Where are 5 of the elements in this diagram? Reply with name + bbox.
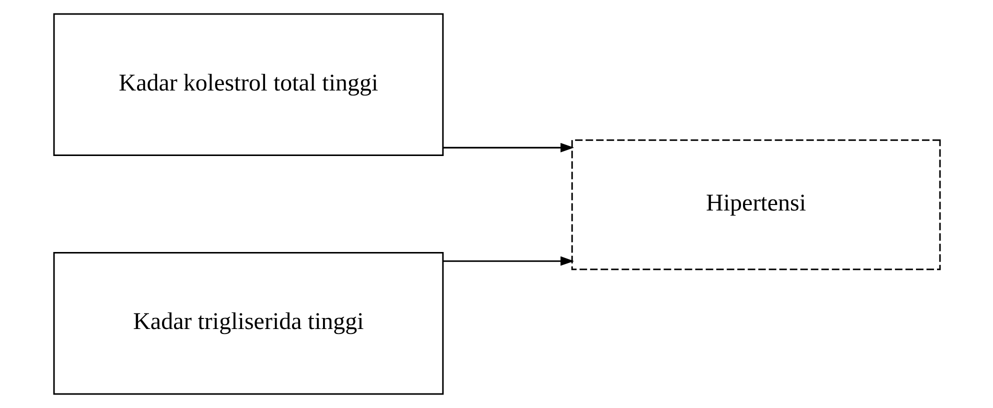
arrow: [442, 256, 574, 266]
node-box: Hipertensi: [570, 139, 940, 270]
node-box: Kadar trigliserida tinggi: [52, 252, 444, 395]
node-box: Kadar kolestrol total tinggi: [52, 13, 444, 156]
arrow: [442, 142, 574, 152]
